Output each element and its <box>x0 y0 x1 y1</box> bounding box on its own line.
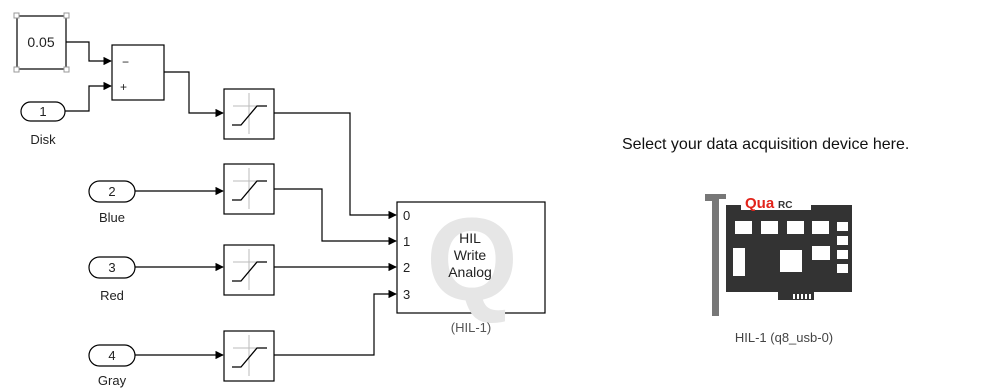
quarc-watermark: Q <box>426 194 518 326</box>
resize-handle[interactable] <box>63 12 70 19</box>
resize-handle[interactable] <box>13 66 20 73</box>
hil-port-0: 0 <box>403 208 410 223</box>
hil-write-analog-block[interactable]: Q HIL Write Analog 0 1 2 3 (HIL-1) <box>396 194 546 335</box>
inport-disk[interactable]: 1 Disk <box>20 101 66 147</box>
saturation-block-4[interactable] <box>223 330 275 382</box>
sum-plus-sign: + <box>120 80 127 94</box>
constant-block[interactable]: 0.05 <box>13 12 70 73</box>
inport-number: 3 <box>108 260 115 275</box>
saturation-block-1[interactable] <box>223 88 275 140</box>
inport-label: Disk <box>30 132 56 147</box>
hil-block-caption: (HIL-1) <box>451 320 491 335</box>
inport-label: Gray <box>98 373 127 388</box>
signal-disk-to-sum[interactable] <box>65 81 112 112</box>
daq-device-block[interactable]: Qua RC <box>705 193 852 316</box>
hil-port-2: 2 <box>403 260 410 275</box>
signal-sum-to-saturation[interactable] <box>164 71 224 118</box>
inport-number: 2 <box>108 184 115 199</box>
inport-red[interactable]: 3 Red <box>88 256 136 303</box>
hil-port-3: 3 <box>403 287 410 302</box>
quarc-logo-suffix: RC <box>778 200 792 211</box>
saturation-block-3[interactable] <box>223 244 275 296</box>
inport-number: 1 <box>39 104 46 119</box>
inport-gray[interactable]: 4 Gray <box>88 344 136 388</box>
inport-label: Blue <box>99 210 125 225</box>
resize-handle[interactable] <box>13 12 20 19</box>
hil-port-1: 1 <box>403 234 410 249</box>
signal-constant-to-sum[interactable] <box>66 41 112 66</box>
signal-lines <box>65 41 397 360</box>
sum-minus-sign: − <box>122 55 129 69</box>
device-caption: HIL-1 (q8_usb-0) <box>734 330 834 345</box>
inport-number: 4 <box>108 348 115 363</box>
hil-line-2: Write <box>454 247 487 263</box>
hil-line-1: HIL <box>459 230 481 246</box>
saturation-block-2[interactable] <box>223 163 275 215</box>
hil-line-3: Analog <box>448 264 492 280</box>
inport-blue[interactable]: 2 Blue <box>88 180 136 225</box>
inport-label: Red <box>100 288 124 303</box>
signal-sat4-to-hil-3[interactable] <box>274 289 397 356</box>
sum-block[interactable]: − + <box>111 44 165 101</box>
constant-value: 0.05 <box>27 34 54 50</box>
resize-handle[interactable] <box>63 66 70 73</box>
pci-bracket-icon <box>705 194 726 316</box>
device-selection-note: Select your data acquisition device here… <box>622 136 910 153</box>
quarc-logo: Qua <box>745 195 775 212</box>
signal-sat1-to-hil-0[interactable] <box>274 112 397 220</box>
signal-sat2-to-hil-1[interactable] <box>274 188 397 246</box>
